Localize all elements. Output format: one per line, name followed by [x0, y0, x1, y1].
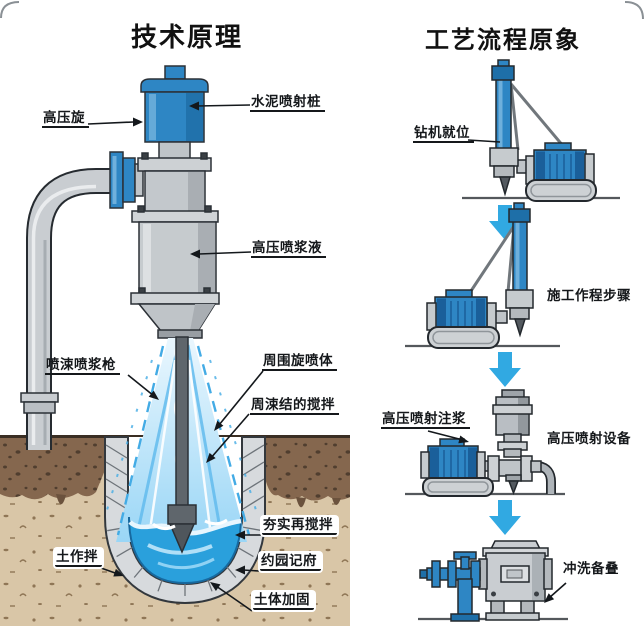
label-surrounding-jet-body: 周围旋喷体: [262, 353, 337, 371]
drill-rod: [152, 336, 228, 554]
label-step3-jet-equipment: 高压喷射设备: [547, 431, 631, 446]
flow-arrow-3: [489, 500, 521, 535]
label-solidified-mixing: 周涑结的搅拌: [250, 397, 339, 415]
label-high-pressure-swivel: 高压旋: [42, 110, 89, 128]
drill-rig-operating: [405, 202, 560, 349]
top-motor: [140, 65, 209, 143]
label-soil-mixing: 土作拌: [55, 549, 102, 567]
right-panel-title: 工艺流程原象: [425, 27, 581, 54]
flow-arrow-2: [489, 352, 521, 387]
label-compact-remix: 夯实再搅拌: [262, 517, 337, 535]
panel-corner-decoration: [0, 1, 644, 20]
label-step3-jet-grouting: 高压喷射注浆: [381, 411, 470, 429]
label-jet-grouting-gun: 喷涑喷浆枪: [45, 357, 120, 375]
leader-lines: [87, 101, 567, 612]
supply-pipe: [20, 168, 138, 450]
drill-rig-positioning: [462, 59, 620, 202]
left-panel-title: 技术原理: [131, 22, 244, 52]
blue-valve-assembly: [419, 551, 481, 622]
label-step1-rig-in-position: 钻机就位: [413, 125, 474, 143]
high-pressure-jet-equipment: [405, 389, 565, 497]
slurry-pool: [128, 516, 242, 585]
flushing-equipment: [418, 540, 568, 622]
label-step2-construction-steps: 施工作程步骤: [547, 288, 631, 303]
cement-jet-pile-machine: [20, 65, 220, 450]
label-soil-reinforcement: 土体加固: [253, 592, 314, 610]
label-jet-slurry: 高压喷浆液: [251, 240, 326, 258]
label-cement-jet-pile: 水泥喷射桩: [250, 94, 325, 112]
pipe-flange-blue: [109, 151, 144, 209]
label-solidified-zone: 约园记府: [260, 553, 321, 571]
label-step4-flushing: 冲洗备叠: [563, 561, 619, 576]
machine-body: [130, 141, 220, 339]
